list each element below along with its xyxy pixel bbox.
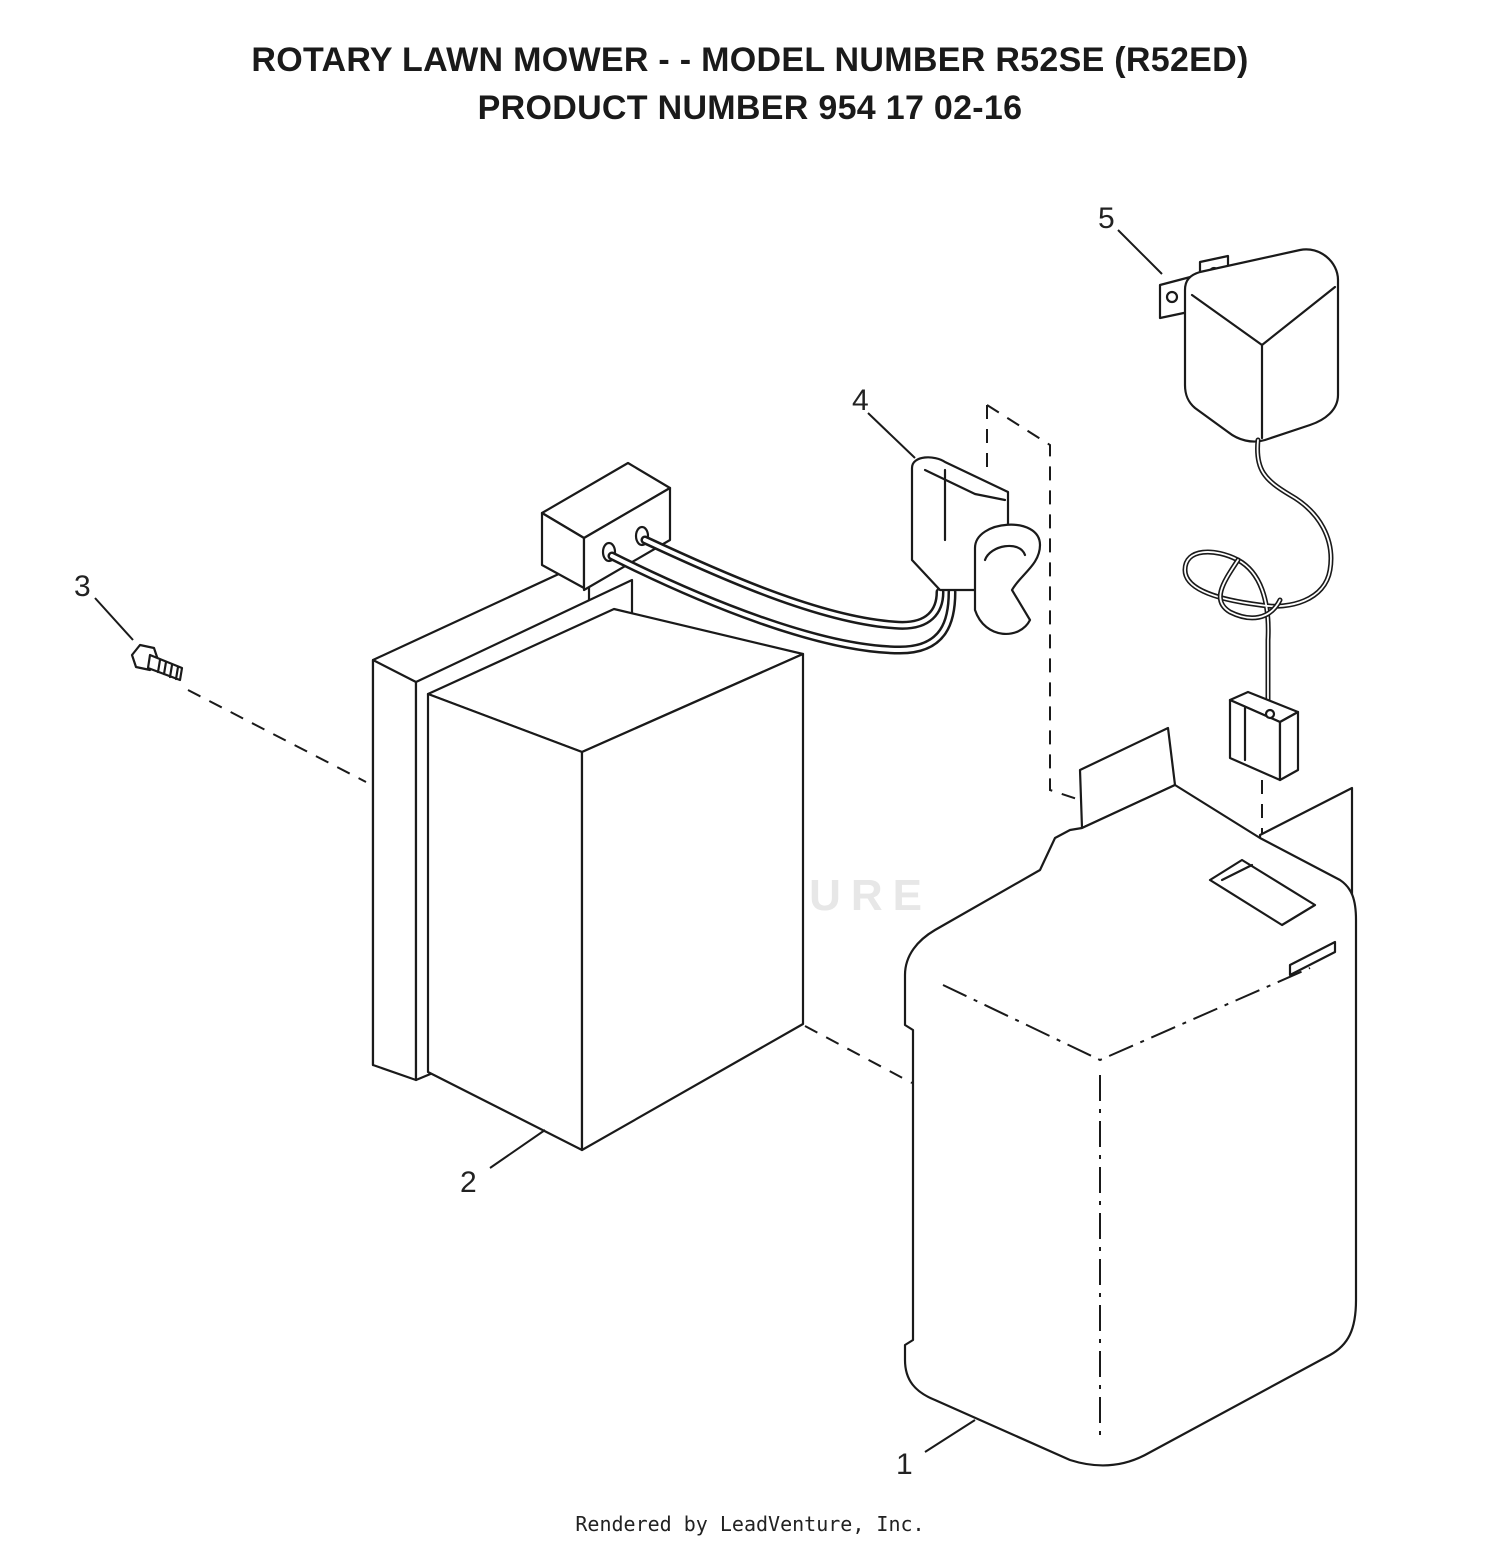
- battery-housing: [903, 726, 1358, 1467]
- callouts: 1 2 3 4 5: [74, 202, 1163, 1481]
- callout-4: 4: [852, 384, 869, 417]
- battery: [371, 461, 805, 1152]
- connector-clip: [910, 456, 1042, 635]
- callout-2: 2: [460, 1166, 477, 1199]
- footer-credit: Rendered by LeadVenture, Inc.: [575, 1512, 925, 1536]
- page-title: ROTARY LAWN MOWER - - MODEL NUMBER R52SE…: [0, 36, 1500, 132]
- screw: [130, 643, 184, 682]
- charger-cord: [1182, 437, 1334, 715]
- callout-1: 1: [896, 1448, 913, 1481]
- callout-5: 5: [1098, 202, 1115, 235]
- title-line-model: ROTARY LAWN MOWER - - MODEL NUMBER R52SE…: [251, 41, 1249, 79]
- charger: [1158, 248, 1340, 443]
- title-line-product: PRODUCT NUMBER 954 17 02-16: [477, 89, 1023, 127]
- charger-plug: [1228, 690, 1300, 782]
- alignment-lines: [187, 404, 1263, 1084]
- battery-wires: [607, 535, 957, 655]
- callout-3: 3: [74, 570, 91, 603]
